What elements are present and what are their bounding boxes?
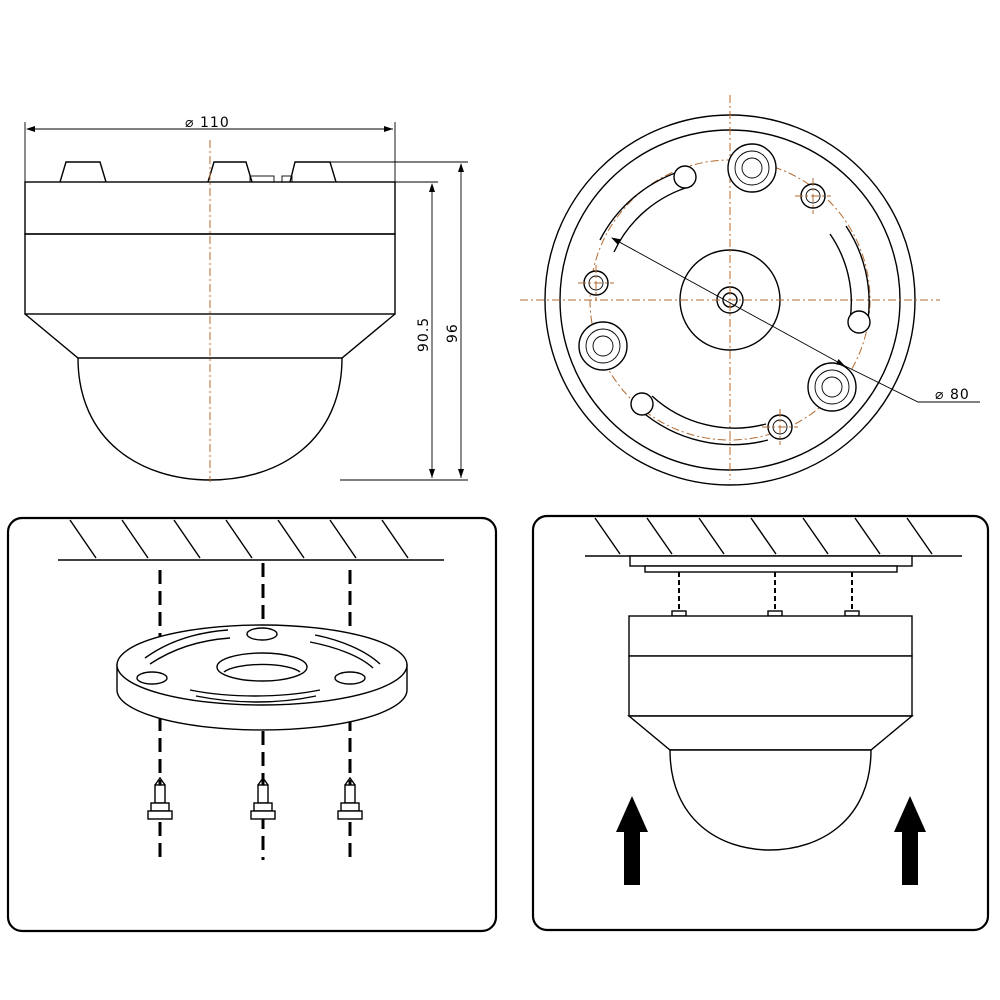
wall-anchor [337,776,363,820]
slot-end [673,165,697,189]
bolt-circle-dimension-line [611,237,846,367]
bolt-circle-label: 80 [950,387,970,403]
mounting-boss [807,362,857,412]
top-nub [249,175,275,183]
total-height-label: 96 [445,323,461,343]
slot-outline [651,395,767,429]
slot-outline [829,233,853,321]
wall-anchor [147,776,173,820]
mounted-plate [629,555,913,567]
slot-outline [613,185,693,253]
bracket-install-panel [6,516,498,933]
slot-outline [599,171,679,241]
mounting-hole [795,178,831,214]
side-view: ⌀ 110 90.5 96 [24,115,468,482]
body-height-label: 90.5 [416,317,432,352]
width-dimension-label: 110 [200,115,230,131]
slot-end [630,392,654,416]
top-tab [59,161,107,183]
slot-outline [845,225,870,321]
mounting-plate [116,624,408,731]
wall-anchor [250,776,276,820]
screw-head [844,610,860,617]
mounting-boss [578,321,628,371]
camera-install-panel [531,514,990,932]
top-tab [289,161,337,183]
width-dimension-symbol: ⌀ [185,115,194,131]
ceiling-hatch [594,517,933,555]
screw-head [671,610,687,617]
bolt-circle-symbol: ⌀ [935,387,944,403]
mounting-hole [762,409,798,445]
screw-head [767,610,783,617]
dome-camera [627,615,914,851]
mounting-hole [578,265,614,301]
lower-ring [24,313,396,359]
mounted-plate-lip [644,565,898,573]
bottom-view: ⌀ 80 [520,95,980,486]
push-up-arrow [894,796,926,885]
mounting-boss [727,143,777,193]
push-up-arrow [616,796,648,885]
slot-outline [639,409,769,446]
body-band [24,233,396,315]
slot-end [847,310,871,334]
top-tab [207,161,253,183]
ceiling-hatch [69,519,409,559]
leader-line [844,365,980,403]
